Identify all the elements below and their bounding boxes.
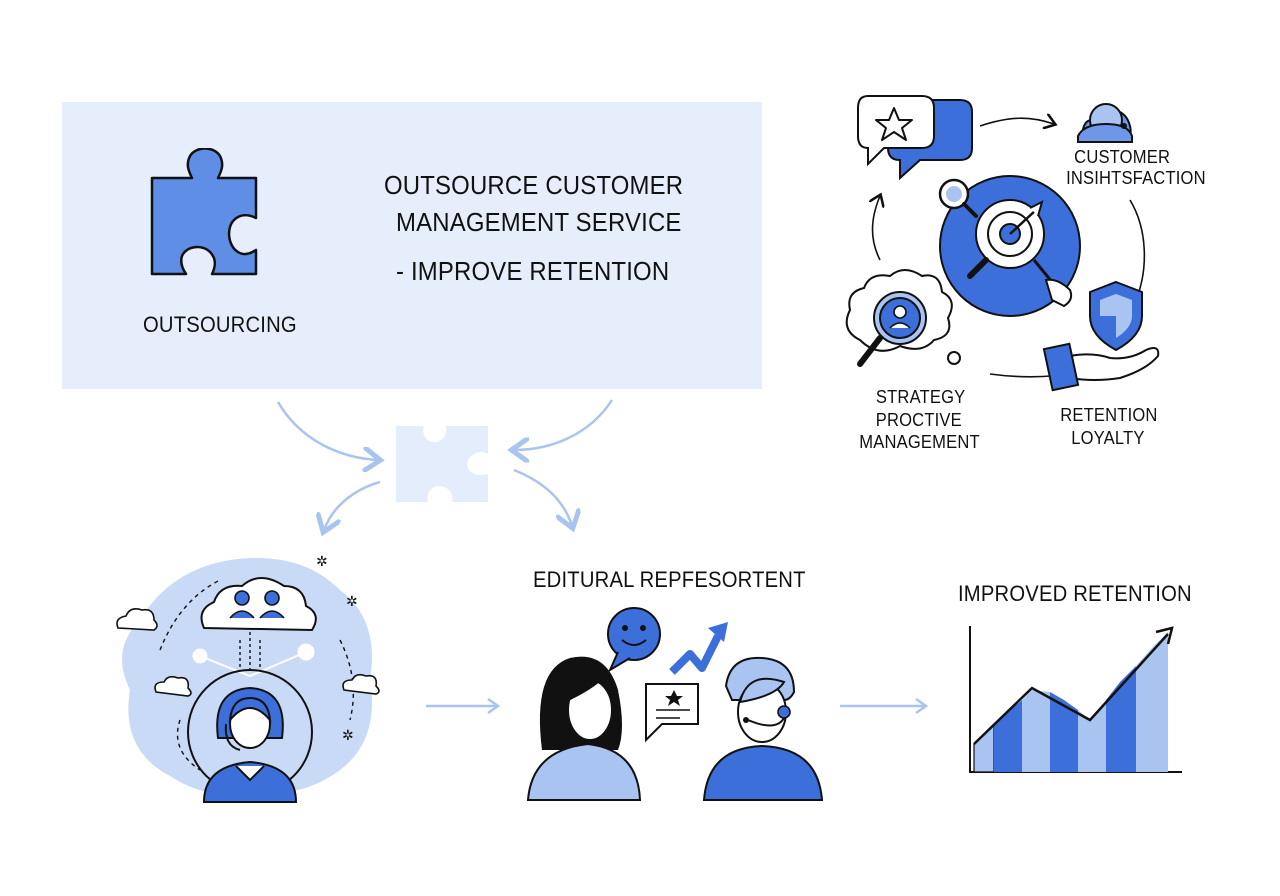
cloud-users-icon (200, 577, 317, 632)
cycle-retention-line-2: LOYALTY (1071, 428, 1145, 448)
cycle-strategy-line-1: STRATEGY (875, 387, 966, 407)
support-agent-icon (187, 669, 313, 803)
conversation-illustration (526, 607, 824, 801)
outsourcing-label: OUTSOURCING (143, 312, 297, 337)
hero-title-line-2: MANAGEMENT SERVICE (396, 207, 682, 237)
hero-title-line-3: - IMPROVE RETENTION (396, 256, 670, 286)
note-chat-icon (645, 683, 699, 743)
cycle-strategy-line-3: MANAGEMENT (859, 432, 980, 452)
svg-text:✲: ✲ (342, 728, 354, 744)
cycle-strategy-line-2: PROCTIVE (875, 410, 962, 430)
svg-text:✲: ✲ (316, 554, 328, 570)
smiley-chat-icon (607, 607, 661, 673)
retention-cycle (845, 95, 1160, 392)
flow-arrow-1 (426, 697, 501, 715)
trend-arrow-icon (669, 622, 728, 675)
editorial-label: EDITURAL REPFESORTENT (533, 567, 806, 592)
bar-chart-icon (969, 626, 1182, 773)
agent-icon (1077, 103, 1133, 143)
converge-arrows (276, 399, 614, 540)
cycle-retention-line-1: RETENTION (1060, 405, 1158, 425)
star-chat-icon (857, 95, 973, 181)
flow-arrow-2 (840, 697, 929, 715)
hero-title-line-1: OUTSOURCE CUSTOMER (384, 170, 684, 200)
cycle-customer-line-2: INSIHTSFACTION (1066, 168, 1206, 188)
customer-person-icon (526, 656, 642, 801)
strategy-thought-icon (845, 269, 961, 367)
center-puzzle-icon (396, 426, 488, 502)
svg-text:✲: ✲ (346, 594, 358, 610)
cycle-customer-line-1: CUSTOMER (1074, 147, 1171, 167)
agent-person-icon (702, 656, 824, 801)
improved-retention-label: IMPROVED RETENTION (958, 581, 1192, 606)
puzzle-icon (150, 148, 258, 276)
shield-icon (1089, 280, 1143, 352)
magnifier-icon (938, 178, 978, 218)
hand-icon (1042, 342, 1160, 392)
target-icon (939, 175, 1081, 317)
cloud-agent-illustration: ✲ ✲ ✲ (116, 554, 380, 803)
